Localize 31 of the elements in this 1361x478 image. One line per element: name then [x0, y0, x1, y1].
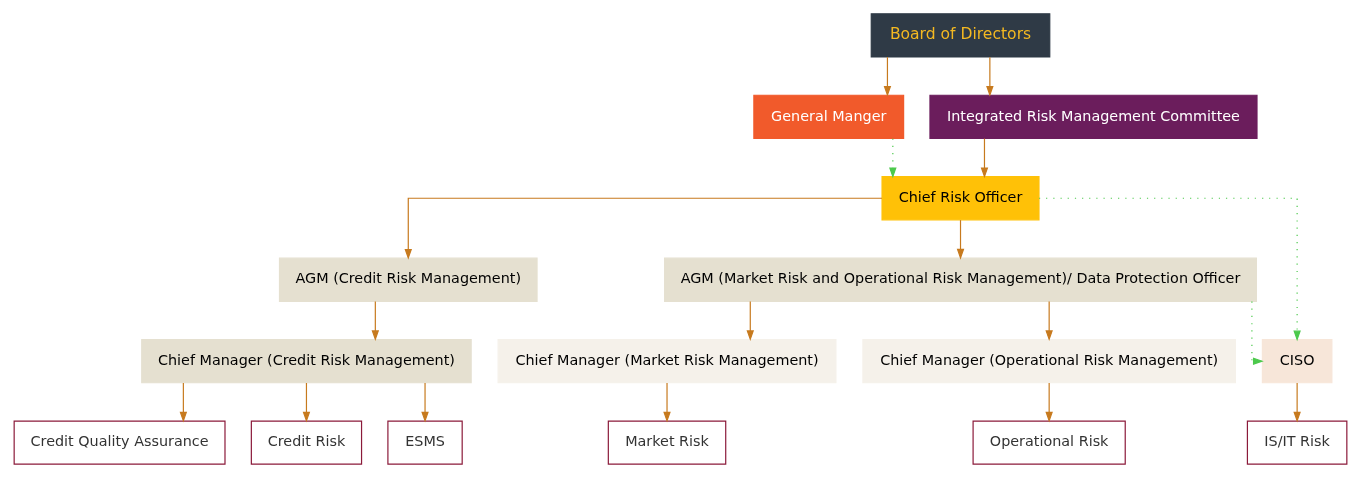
node-box: Board of Directors — [870, 13, 1051, 58]
node-box: Chief Risk Officer — [881, 176, 1040, 221]
arrow — [1293, 382, 1301, 423]
node-box: Market Risk — [607, 420, 727, 465]
node-box: IS/IT Risk — [1246, 420, 1348, 465]
node-box: AGM (Credit Risk Management) — [278, 257, 538, 302]
node-box: Chief Manager (Credit Risk Management) — [141, 339, 472, 384]
node-box: General Manger — [753, 94, 905, 139]
arrow — [986, 56, 994, 97]
node-box: Chief Manager (Market Risk Management) — [497, 339, 837, 384]
arrow — [980, 138, 989, 179]
node-box: Credit Risk — [250, 420, 363, 465]
arrow — [663, 382, 671, 423]
arrow — [302, 382, 311, 423]
arrow — [956, 219, 965, 260]
arrow — [883, 56, 892, 97]
node-box: Credit Quality Assurance — [13, 420, 226, 465]
arrow — [371, 300, 380, 342]
arrow — [1045, 382, 1053, 423]
arrow — [404, 197, 883, 260]
arrow — [746, 300, 755, 342]
node-box: CISO — [1261, 339, 1333, 384]
arrow — [1045, 300, 1053, 342]
node-box: Operational Risk — [972, 420, 1126, 465]
arrow — [421, 382, 429, 423]
arrow — [1038, 197, 1301, 342]
arrow — [179, 382, 188, 423]
node-box: ESMS — [387, 420, 463, 465]
node-box: Chief Manager (Operational Risk Management) — [862, 339, 1237, 384]
node-box: Integrated Risk Management Committee — [929, 94, 1258, 139]
node-box: AGM (Market Risk and Operational Risk Management)/ Data Protection Officer — [664, 257, 1257, 302]
